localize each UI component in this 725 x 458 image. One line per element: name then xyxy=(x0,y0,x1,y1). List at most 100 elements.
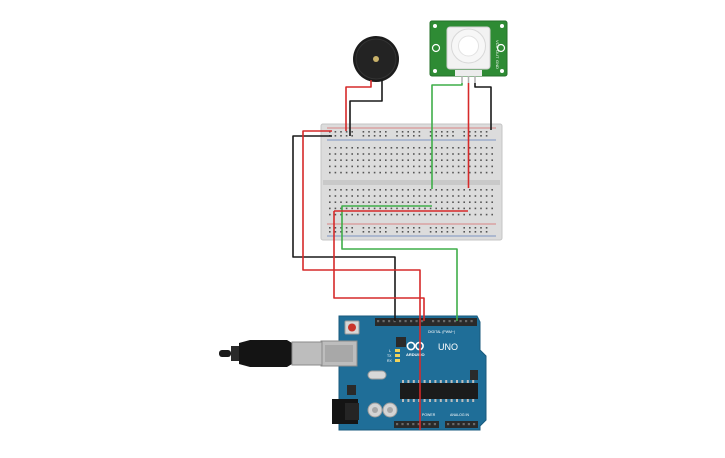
chip-pin xyxy=(472,399,475,402)
rail-hole xyxy=(469,131,471,133)
breadboard-hole xyxy=(407,213,409,216)
rail-hole xyxy=(385,227,387,229)
breadboard-hole xyxy=(429,165,432,168)
wire-gnd-black[interactable] xyxy=(292,135,396,321)
rail-hole xyxy=(441,131,443,133)
rail-hole xyxy=(418,227,421,229)
rail-hole xyxy=(362,227,365,229)
usb-cable-icon[interactable] xyxy=(219,340,323,367)
wire-buzzer-black[interactable] xyxy=(349,80,383,136)
breadboard-hole xyxy=(413,195,415,197)
breadboard-hole xyxy=(334,189,337,191)
breadboard-hole xyxy=(413,147,415,149)
breadboard-hole xyxy=(407,201,409,203)
breadboard-hole xyxy=(351,159,353,161)
rail-hole xyxy=(345,227,348,229)
icsp-header xyxy=(396,337,406,347)
pir-mount-hole xyxy=(500,24,504,28)
rail-hole xyxy=(362,135,365,137)
rail-hole xyxy=(435,231,437,233)
header-pin xyxy=(428,423,431,426)
rail-hole xyxy=(407,135,409,137)
breadboard-hole xyxy=(340,213,342,216)
pir-label-gnd: GND xyxy=(495,60,500,69)
breadboard-hole xyxy=(485,159,488,161)
capacitor-top xyxy=(387,407,393,413)
breadboard-hole xyxy=(368,201,370,203)
icsp-header-2 xyxy=(470,370,478,380)
breadboard-hole xyxy=(480,195,482,197)
breadboard-hole xyxy=(469,195,471,197)
usb-port-inner xyxy=(325,345,353,362)
header-pin xyxy=(399,320,402,323)
breadboard-hole xyxy=(446,195,449,197)
wire-5v-red[interactable] xyxy=(302,130,421,430)
wire-pir-out-green[interactable] xyxy=(431,83,463,189)
breadboard-hole xyxy=(362,147,365,149)
breadboard-hole xyxy=(396,213,398,216)
breadboard-hole xyxy=(345,207,348,210)
rail-hole xyxy=(446,227,449,229)
wire-buzzer-red[interactable] xyxy=(345,80,372,131)
pir-lens-center xyxy=(458,35,479,57)
breadboard-hole xyxy=(452,213,454,216)
arduino-board xyxy=(338,315,487,431)
breadboard-hole xyxy=(474,189,477,191)
breadboard-channel xyxy=(323,180,500,185)
rail-hole xyxy=(334,131,337,133)
usb-plug-body xyxy=(239,340,292,367)
breadboard-hole xyxy=(357,159,359,161)
breadboard-hole xyxy=(368,171,370,174)
rail-hole xyxy=(340,227,342,229)
breadboard-hole xyxy=(446,153,449,155)
pir-label-vcc: VCC xyxy=(495,40,500,49)
breadboard-hole xyxy=(413,153,415,155)
header-pin xyxy=(432,320,435,323)
breadboard-hole xyxy=(407,207,409,210)
rail-hole xyxy=(385,231,387,233)
breadboard-hole xyxy=(435,147,437,149)
digital-header xyxy=(375,318,477,326)
wire-signal-red[interactable] xyxy=(333,211,425,321)
breadboard-hole xyxy=(469,159,471,161)
breadboard-hole xyxy=(474,147,477,149)
breadboard-hole xyxy=(396,159,398,161)
rail-hole xyxy=(368,227,370,229)
breadboard-hole xyxy=(390,159,393,161)
arduino-uno[interactable]: L TX RX ARDUINO UNO DIGITAL (PWM~) POWER… xyxy=(320,315,487,431)
header-pin xyxy=(377,320,380,323)
rail-hole xyxy=(441,135,443,137)
breadboard[interactable] xyxy=(320,123,503,241)
breadboard-hole xyxy=(401,195,404,197)
rail-hole xyxy=(452,131,454,133)
breadboard-hole xyxy=(396,195,398,197)
wire-jumper-green[interactable] xyxy=(341,205,432,232)
pir-sensor[interactable]: VCC OUT GND xyxy=(429,20,508,83)
breadboard-hole xyxy=(446,147,449,149)
breadboard-hole xyxy=(334,165,337,168)
breadboard-hole xyxy=(340,171,342,174)
breadboard-hole xyxy=(441,171,443,174)
breadboard-hole xyxy=(435,171,437,174)
breadboard-hole xyxy=(329,213,331,216)
rail-hole xyxy=(379,131,381,133)
breadboard-hole xyxy=(329,165,331,168)
header-pin xyxy=(423,423,426,426)
breadboard-hole xyxy=(469,213,471,216)
chip-pin xyxy=(466,380,469,383)
breadboard-hole xyxy=(441,201,443,203)
rail-hole xyxy=(345,231,348,233)
rail-hole xyxy=(474,135,477,137)
breadboard-hole xyxy=(452,207,454,210)
breadboard-hole xyxy=(469,153,471,155)
breadboard-hole xyxy=(441,159,443,161)
breadboard-hole xyxy=(491,147,493,149)
buzzer[interactable] xyxy=(353,36,399,82)
header-pin xyxy=(382,320,385,323)
breadboard-hole xyxy=(441,207,443,210)
wire-signal-green[interactable] xyxy=(341,232,458,321)
breadboard-hole xyxy=(390,201,393,203)
wire-pir-gnd-black[interactable] xyxy=(474,83,492,130)
breadboard-hole xyxy=(452,159,454,161)
power-label: POWER xyxy=(422,413,436,417)
